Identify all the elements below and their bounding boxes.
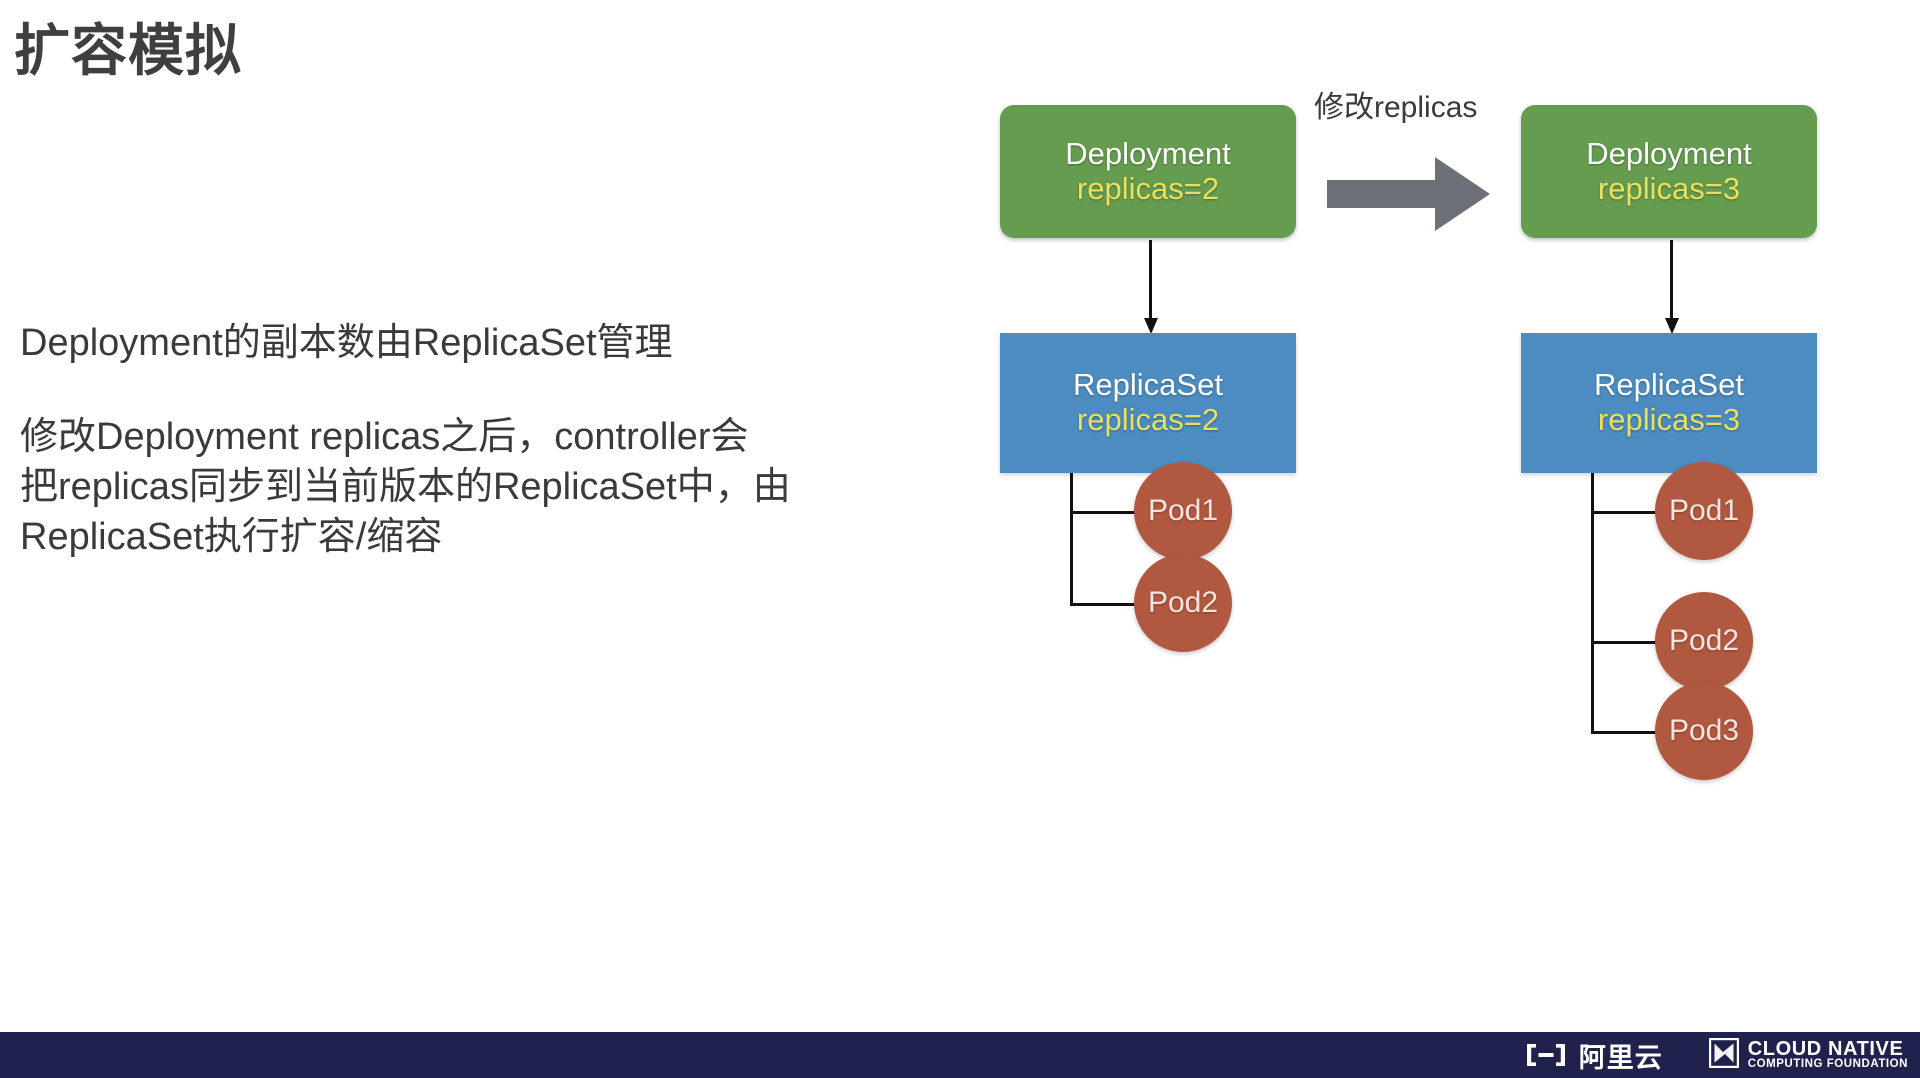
replicaset-replicas-before: replicas=2	[1076, 402, 1220, 437]
page-title: 扩容模拟	[14, 19, 242, 82]
paragraph-2-line-3: ReplicaSet执行扩容/缩容	[20, 516, 443, 559]
footer-bar: 阿里云 CLOUD NATIVE COMPUTING FOUNDATION	[0, 1032, 1920, 1078]
deployment-title-before: Deployment	[1065, 135, 1231, 171]
replicaset-box-before: ReplicaSet replicas=2	[1000, 333, 1296, 473]
replicaset-title-before: ReplicaSet	[1073, 367, 1223, 403]
replicaset-title-after: ReplicaSet	[1594, 367, 1744, 403]
deployment-replicas-after: replicas=3	[1597, 170, 1741, 206]
pod-label: Pod2	[1147, 586, 1219, 619]
deployment-box-before: Deployment replicas=2	[1000, 105, 1296, 238]
replicaset-box-after: ReplicaSet replicas=3	[1521, 333, 1817, 473]
cncf-line-1: CLOUD NATIVE	[1747, 1038, 1904, 1061]
pod-label: Pod1	[1668, 494, 1740, 527]
alibaba-cloud-logo: 阿里云	[1523, 1036, 1663, 1075]
paragraph-1: Deployment的副本数由ReplicaSet管理	[20, 318, 980, 368]
paragraph-2-line-1: 修改Deployment replicas之后，controller会	[20, 416, 749, 459]
deployment-to-replicaset-arrow-icon-before	[1144, 240, 1158, 335]
deployment-replicas-before: replicas=2	[1076, 170, 1220, 206]
pod-label: Pod3	[1668, 714, 1740, 747]
alibaba-cloud-label: 阿里云	[1578, 1042, 1663, 1073]
pod-label: Pod1	[1147, 494, 1219, 527]
paragraph-2-line-2: 把replicas同步到当前版本的ReplicaSet中，由	[20, 466, 791, 509]
scaling-diagram: 修改replicas Deployment replicas=2 Replica…	[1000, 91, 1817, 780]
pod-node: Pod1	[1655, 462, 1753, 560]
deployment-box-after: Deployment replicas=3	[1521, 105, 1817, 238]
modify-replicas-arrow-icon	[1327, 155, 1492, 233]
deployment-title-after: Deployment	[1586, 135, 1752, 171]
pod-node: Pod2	[1655, 592, 1753, 690]
replicaset-replicas-after: replicas=3	[1597, 402, 1741, 437]
paragraph-2: 修改Deployment replicas之后，controller会 把rep…	[20, 412, 980, 562]
pod-node: Pod2	[1134, 554, 1232, 652]
transition-label: 修改replicas	[1314, 91, 1478, 124]
paragraph-1-line-1: Deployment的副本数由ReplicaSet管理	[20, 322, 673, 364]
pod-node: Pod3	[1655, 682, 1753, 780]
cncf-mark-icon	[1708, 1037, 1739, 1073]
pod-node: Pod1	[1134, 462, 1232, 560]
body-text: Deployment的副本数由ReplicaSet管理 修改Deployment…	[20, 318, 980, 563]
alibaba-cloud-mark-icon	[1523, 1042, 1569, 1068]
footer-logos: 阿里云 CLOUD NATIVE COMPUTING FOUNDATION	[1523, 1032, 1908, 1078]
cncf-line-2: COMPUTING FOUNDATION	[1747, 1058, 1908, 1071]
pod-label: Pod2	[1668, 624, 1740, 657]
deployment-to-replicaset-arrow-icon-after	[1665, 240, 1679, 335]
cncf-wordmark: CLOUD NATIVE COMPUTING FOUNDATION	[1748, 1039, 1908, 1071]
cncf-logo: CLOUD NATIVE COMPUTING FOUNDATION	[1708, 1037, 1908, 1073]
